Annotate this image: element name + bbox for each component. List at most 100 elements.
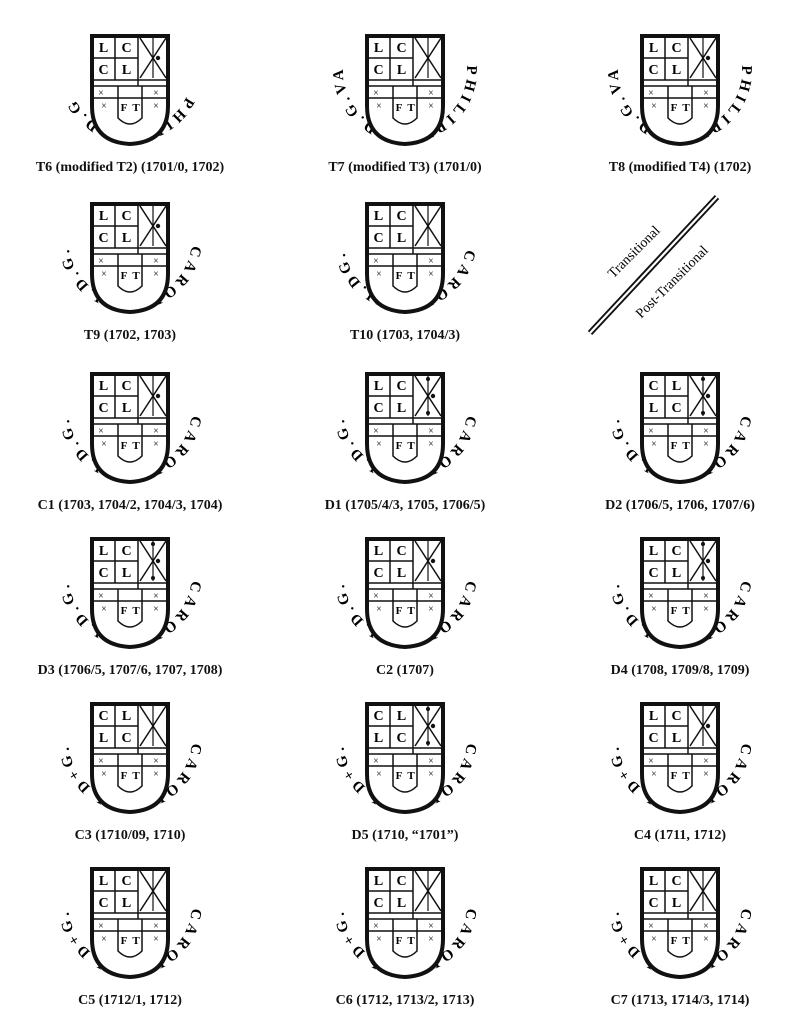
base-letter: F bbox=[396, 440, 403, 452]
x-mark: × bbox=[101, 269, 107, 280]
x-mark: × bbox=[153, 934, 159, 945]
x-mark: × bbox=[376, 439, 382, 450]
quarter-letter: C bbox=[373, 896, 383, 911]
x-mark: × bbox=[373, 591, 379, 602]
quarter-letter: C bbox=[396, 209, 406, 224]
base-letter: T bbox=[407, 935, 415, 947]
quarter-letter: L bbox=[122, 709, 131, 724]
quarter-letter: L bbox=[672, 379, 681, 394]
shield-caption: D4 (1708, 1709/8, 1709) bbox=[610, 663, 750, 678]
x-mark: × bbox=[153, 756, 159, 767]
quarter-letter: C bbox=[98, 231, 108, 246]
base-letter: F bbox=[396, 770, 403, 782]
x-mark: × bbox=[98, 426, 104, 437]
quarter-letter: L bbox=[649, 709, 658, 724]
quarter-letter: C bbox=[98, 566, 108, 581]
transitional-label: Transitional bbox=[605, 223, 663, 281]
base-letter: F bbox=[121, 102, 128, 114]
shield-caption: C1 (1703, 1704/2, 1704/3, 1704) bbox=[37, 498, 223, 513]
base-letter: F bbox=[671, 440, 678, 452]
base-letter: F bbox=[121, 935, 128, 947]
base-letter: T bbox=[132, 770, 140, 782]
x-mark: × bbox=[428, 934, 434, 945]
x-mark: × bbox=[373, 921, 379, 932]
shield-caption: C3 (1710/09, 1710) bbox=[74, 828, 186, 843]
base-letter: T bbox=[132, 270, 140, 282]
shield-caption: D5 (1710, “1701”) bbox=[351, 828, 459, 843]
base-letter: F bbox=[671, 605, 678, 617]
quarter-letter: C bbox=[121, 874, 131, 889]
x-mark: × bbox=[101, 769, 107, 780]
base-letter: T bbox=[132, 102, 140, 114]
quarter-letter: L bbox=[374, 874, 383, 889]
x-mark: × bbox=[376, 934, 382, 945]
base-letter: F bbox=[396, 605, 403, 617]
quarter-letter: L bbox=[99, 209, 108, 224]
x-mark: × bbox=[428, 269, 434, 280]
x-mark: × bbox=[376, 269, 382, 280]
quarter-letter: C bbox=[373, 709, 383, 724]
base-letter: F bbox=[396, 935, 403, 947]
quarter-letter: L bbox=[672, 63, 681, 78]
x-mark: × bbox=[376, 604, 382, 615]
quarter-letter: C bbox=[121, 731, 131, 746]
x-mark: × bbox=[703, 88, 709, 99]
base-letter: T bbox=[407, 605, 415, 617]
shield-caption: T8 (modified T4) (1702) bbox=[608, 160, 752, 175]
quarter-letter: L bbox=[397, 896, 406, 911]
quarter-letter: C bbox=[373, 63, 383, 78]
base-letter: F bbox=[671, 770, 678, 782]
quarter-letter: L bbox=[122, 401, 131, 416]
quarter-letter: C bbox=[671, 41, 681, 56]
x-mark: × bbox=[703, 921, 709, 932]
quarter-letter: C bbox=[648, 63, 658, 78]
quarter-letter: L bbox=[374, 731, 383, 746]
base-letter: F bbox=[396, 102, 403, 114]
quarter-letter: C bbox=[396, 544, 406, 559]
x-mark: × bbox=[648, 921, 654, 932]
quarter-letter: L bbox=[649, 544, 658, 559]
x-mark: × bbox=[703, 934, 709, 945]
base-letter: T bbox=[682, 770, 690, 782]
x-mark: × bbox=[98, 88, 104, 99]
x-mark: × bbox=[153, 591, 159, 602]
base-letter: T bbox=[132, 935, 140, 947]
quarter-letter: C bbox=[396, 41, 406, 56]
x-mark: × bbox=[703, 426, 709, 437]
quarter-letter: L bbox=[649, 401, 658, 416]
shield-caption: T9 (1702, 1703) bbox=[83, 328, 177, 343]
quarter-letter: L bbox=[99, 731, 108, 746]
x-mark: × bbox=[373, 88, 379, 99]
quarter-letter: C bbox=[121, 209, 131, 224]
x-mark: × bbox=[648, 591, 654, 602]
x-mark: × bbox=[651, 934, 657, 945]
x-mark: × bbox=[373, 256, 379, 267]
base-letter: T bbox=[132, 605, 140, 617]
x-mark: × bbox=[153, 604, 159, 615]
quarter-letter: L bbox=[99, 874, 108, 889]
quarter-letter: C bbox=[396, 379, 406, 394]
quarter-letter: L bbox=[397, 709, 406, 724]
base-letter: F bbox=[121, 440, 128, 452]
x-mark: × bbox=[376, 101, 382, 112]
quarter-letter: L bbox=[397, 566, 406, 581]
x-mark: × bbox=[428, 921, 434, 932]
base-letter: F bbox=[121, 270, 128, 282]
x-mark: × bbox=[101, 101, 107, 112]
x-mark: × bbox=[428, 101, 434, 112]
base-letter: T bbox=[682, 440, 690, 452]
base-letter: F bbox=[121, 605, 128, 617]
x-mark: × bbox=[703, 591, 709, 602]
